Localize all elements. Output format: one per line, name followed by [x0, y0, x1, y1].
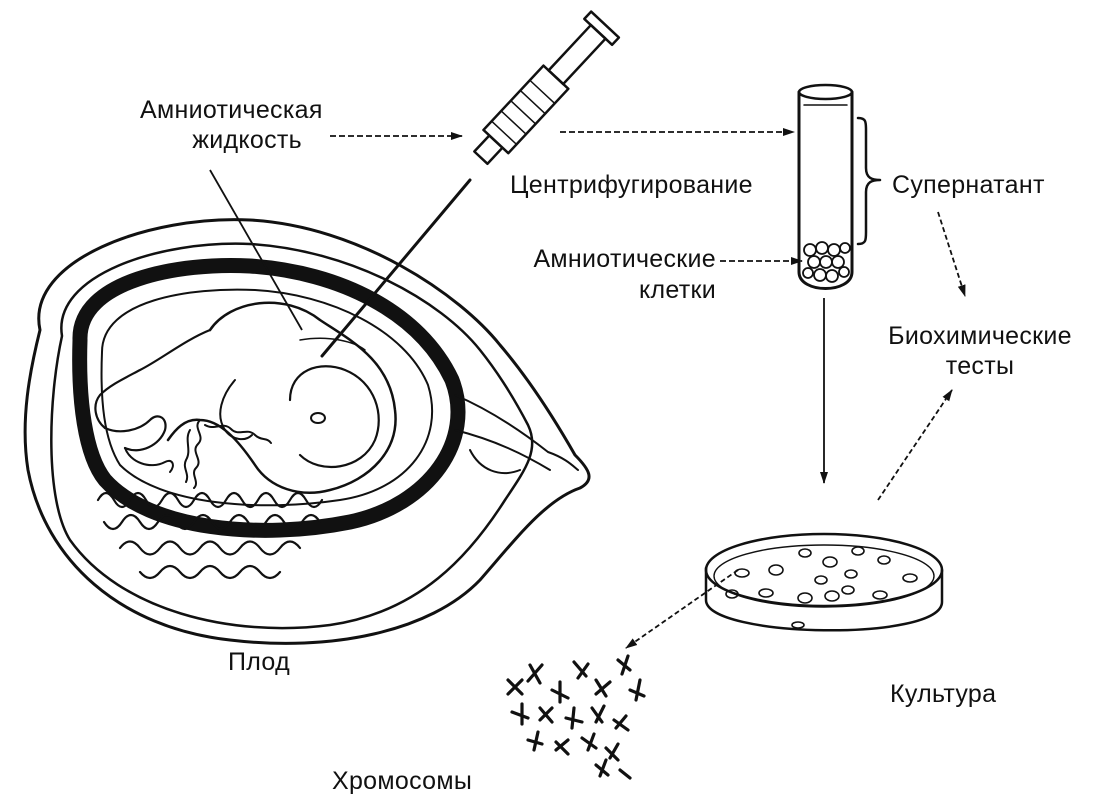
- fetus-body: [168, 303, 396, 493]
- label-chromosomes: Хромосомы: [332, 767, 472, 796]
- arrow-dish-to-tests: [878, 390, 952, 500]
- fetus-back: [95, 330, 210, 428]
- label-amniotic-cells-2: клетки: [470, 276, 716, 305]
- label-biochem-tests-1: Биохимические: [862, 322, 1098, 351]
- fetus-leg-2: [125, 448, 173, 472]
- umbilical-cord: [185, 420, 271, 488]
- label-amniotic-fluid-1: Амниотическая: [140, 96, 302, 125]
- fetus-leg-1: [105, 416, 166, 450]
- chromosome-spread: [508, 656, 644, 778]
- label-supernatant: Супернатант: [892, 171, 1045, 200]
- amniotic-sac: [102, 290, 433, 506]
- petri-dish: [706, 534, 942, 630]
- label-culture: Культура: [890, 680, 996, 709]
- arrow-dish-to-chromosomes: [626, 570, 738, 648]
- syringe-plunger: [549, 25, 606, 84]
- syringe-barrel: [483, 66, 568, 154]
- label-fetus: Плод: [228, 648, 290, 677]
- label-centrifugation: Центрифугирование: [510, 171, 753, 200]
- supernatant-brace: [858, 118, 880, 244]
- pointer-fluid: [210, 170, 302, 330]
- cervical-canal: [455, 395, 578, 473]
- fetus-arm: [220, 380, 252, 439]
- fetus-ear: [311, 413, 325, 423]
- arrow-supernatant-to-tests: [938, 212, 965, 296]
- label-biochem-tests-2: тесты: [862, 352, 1098, 381]
- cell-colonies: [726, 547, 917, 628]
- cell-pellet: [803, 242, 850, 282]
- label-amniotic-fluid-2: жидкость: [140, 126, 302, 155]
- syringe-needle: [322, 180, 470, 356]
- amniotic-membrane: [80, 265, 458, 530]
- label-amniotic-cells-1: Амниотические: [470, 245, 716, 274]
- fetus-head: [290, 366, 379, 467]
- test-tube: [799, 85, 880, 289]
